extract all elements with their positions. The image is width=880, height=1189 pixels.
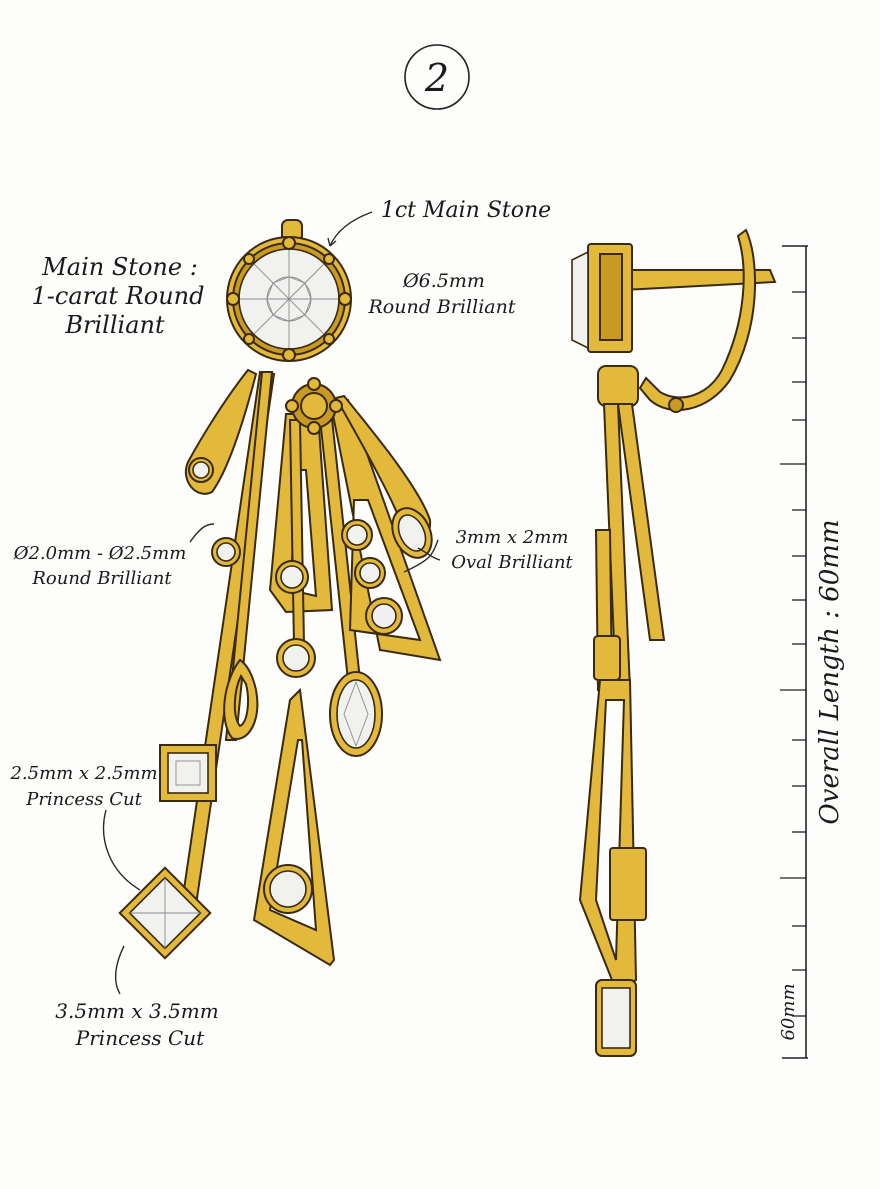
- princess-large-1: 3.5mm x 3.5mm: [55, 999, 218, 1023]
- oval-2: Oval Brilliant: [451, 552, 573, 573]
- small-round-1: Ø2.0mm - Ø2.5mm: [13, 543, 187, 564]
- scale-ticks: [780, 291, 806, 1017]
- annotations: Main Stone : 1-carat Round Brilliant 1ct…: [9, 198, 573, 1050]
- side-long-frame: [578, 679, 638, 992]
- main-stone-note-3: Brilliant: [64, 311, 165, 339]
- main-dim-1: Ø6.5mm: [402, 270, 485, 292]
- side-main-stone: [571, 250, 589, 350]
- pear-loop: [223, 658, 259, 740]
- scale-bar: Overall Length : 60mm 60mm: [778, 245, 845, 1059]
- side-view: [571, 228, 777, 1057]
- princess-small-1: 2.5mm x 2.5mm: [9, 763, 157, 784]
- main-stone: [226, 219, 352, 362]
- side-princess-seat: [609, 847, 647, 921]
- main-dim-2: Round Brilliant: [368, 296, 516, 318]
- front-view: [102, 211, 442, 995]
- side-link: [597, 365, 639, 407]
- main-stone-callout: 1ct Main Stone: [381, 198, 551, 223]
- flower-setting: [285, 377, 343, 435]
- lever-back: [638, 228, 757, 412]
- princess-small-2: Princess Cut: [25, 789, 142, 810]
- sheet-number: 2: [424, 56, 449, 100]
- bar-mid-left: [224, 371, 274, 741]
- small-round-2: Round Brilliant: [31, 568, 172, 589]
- princess-stones: [118, 744, 217, 960]
- lower-triangle: [252, 687, 336, 967]
- oval-1: 3mm x 2mm: [456, 527, 569, 548]
- scale-base-label: 60mm: [778, 983, 799, 1040]
- princess-large-2: Princess Cut: [75, 1026, 205, 1050]
- side-stone-seat: [593, 635, 621, 681]
- oval-stones: [329, 507, 433, 757]
- overall-length-label: Overall Length : 60mm: [815, 519, 845, 824]
- sheet-number-badge: 2: [404, 44, 470, 110]
- small-round-stones: [188, 457, 403, 914]
- main-stone-note-2: 1-carat Round: [32, 282, 205, 310]
- side-bar-2: [616, 403, 666, 641]
- main-stone-note-1: Main Stone :: [41, 253, 198, 281]
- callout-lines: [102, 211, 441, 995]
